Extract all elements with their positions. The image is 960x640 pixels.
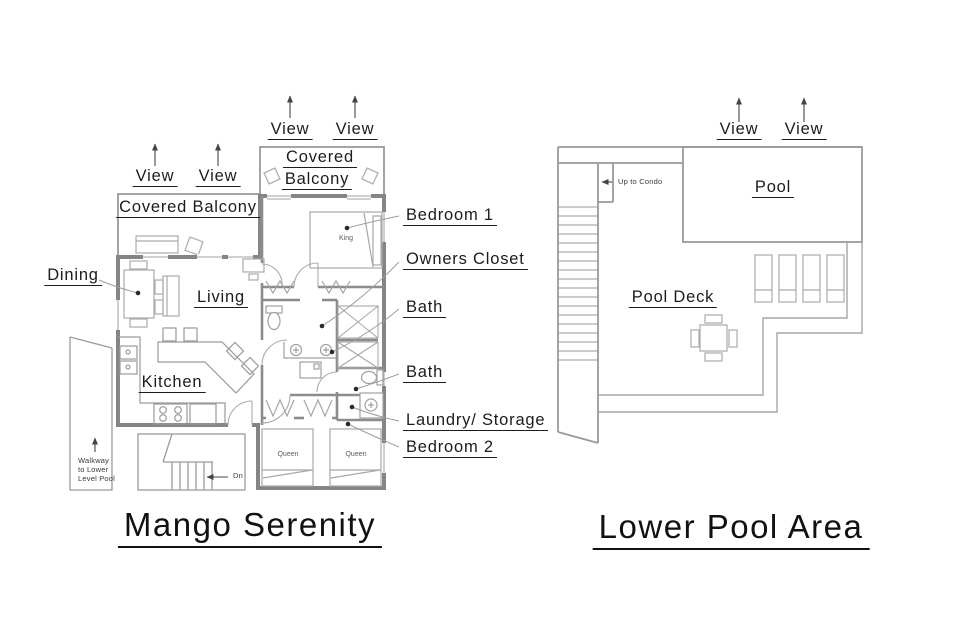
kitchen-fixtures [118,327,260,425]
up-to-condo-note: Up to Condo [618,177,663,186]
view-arrows [92,95,807,480]
view-label-5: View [716,120,762,141]
view-label-6: View [781,120,827,141]
walkway-outline [69,336,113,491]
leader-dots [135,225,359,427]
bathroom-fixtures [265,305,384,419]
walkway-note-line2: to Lower [78,465,109,474]
lounge-chairs [754,254,845,303]
callout-bath-2: Bath [403,363,447,384]
stairs-down-note: Dn [233,471,243,480]
callout-bedroom-2: Bedroom 2 [403,438,497,459]
closet-bifold-doors [265,279,351,418]
queen-bed-right-label: Queen [345,451,367,458]
covered-balcony-left-label: Covered Balcony [116,198,260,219]
plan-title-lower-pool-area: Lower Pool Area [592,508,870,550]
room-label-living: Living [194,288,248,309]
stairs-down [137,433,246,491]
walkway-note-line3: Level Pool [78,474,116,483]
door-arcs [227,262,338,426]
callout-bath-1: Bath [403,298,447,319]
plan-title-mango-serenity: Mango Serenity [117,506,383,548]
leader-lines [98,215,400,448]
callout-bedroom-1: Bedroom 1 [403,206,497,227]
king-bed [309,211,383,269]
callout-laundry-storage: Laundry/ Storage [403,411,549,432]
pool-stairs-treads [558,206,598,361]
room-label-pool-deck: Pool Deck [628,288,718,309]
callout-owners-closet: Owners Closet [403,250,528,271]
queen-bed-right [329,428,382,487]
king-bed-label: King [338,235,354,242]
patio-table-set [690,314,738,362]
room-label-kitchen: Kitchen [138,373,206,394]
room-label-dining: Dining [44,266,102,287]
view-label-1: View [132,167,178,188]
view-label-3: View [267,120,313,141]
balcony-furniture [135,167,379,256]
pool-deck-edges [598,242,863,413]
walkway-note-line1: Walkway [78,456,110,465]
unit-exterior-walls [115,193,387,490]
pool-area-outline [557,146,863,444]
queen-bed-left-label: Queen [277,451,299,458]
room-label-pool: Pool [751,178,795,199]
owners-closet-shelving [337,305,379,369]
view-label-4: View [332,120,378,141]
covered-balcony-top-label-line2: Balcony [281,170,353,191]
living-dining-furniture [123,258,265,328]
covered-balcony-top-label-line1: Covered [283,148,357,169]
queen-bed-left [261,428,314,487]
view-label-2: View [195,167,241,188]
